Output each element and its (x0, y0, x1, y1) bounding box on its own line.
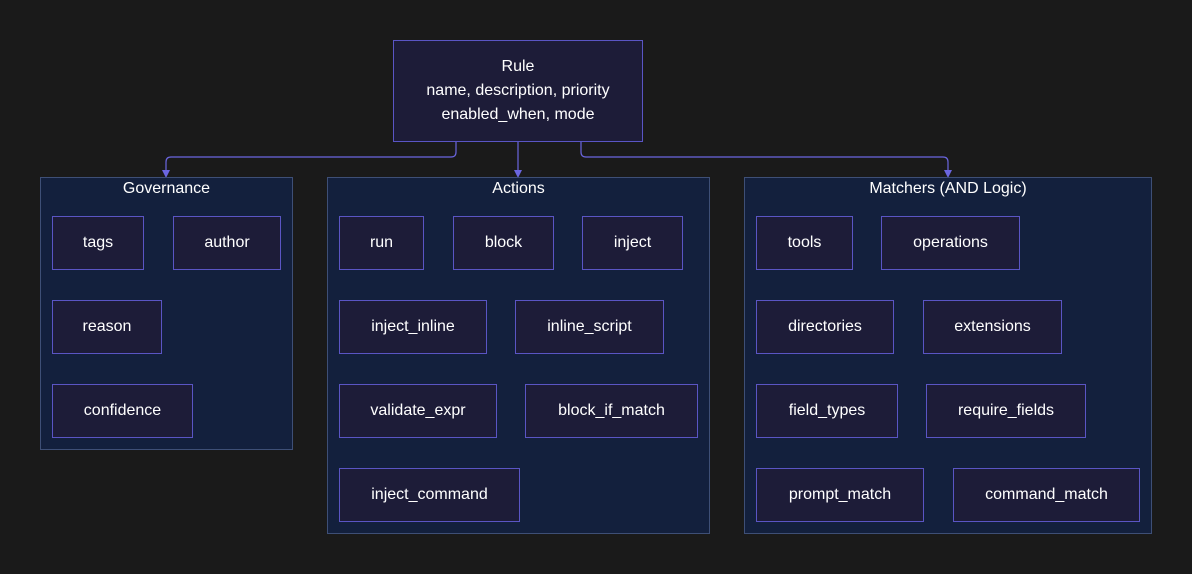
edge-rule-to-matchers (580, 142, 952, 178)
governance-title: Governance (122, 180, 211, 197)
matcher-directories: directories (756, 300, 894, 354)
matcher-command-match: command_match (953, 468, 1140, 522)
matcher-require-fields: require_fields (926, 384, 1086, 438)
governance-author: author (173, 216, 281, 270)
rule-fields-line-1: name, description, priority (426, 82, 610, 99)
action-block: block (453, 216, 554, 270)
matchers-title: Matchers (AND Logic) (869, 180, 1027, 197)
matcher-field-types: field_types (756, 384, 898, 438)
edge-rule-to-governance (162, 142, 457, 178)
actions-title: Actions (492, 180, 545, 197)
action-inject: inject (582, 216, 683, 270)
action-inject-command: inject_command (339, 468, 520, 522)
governance-reason: reason (52, 300, 162, 354)
action-run: run (339, 216, 424, 270)
matcher-tools: tools (756, 216, 853, 270)
rule-title: Rule (501, 58, 535, 75)
rule-node: Rule name, description, priority enabled… (393, 40, 643, 142)
governance-confidence: confidence (52, 384, 193, 438)
governance-tags: tags (52, 216, 144, 270)
rule-fields-line-2: enabled_when, mode (441, 106, 595, 123)
action-inline-script: inline_script (515, 300, 664, 354)
matcher-extensions: extensions (923, 300, 1062, 354)
action-inject-inline: inject_inline (339, 300, 487, 354)
action-validate-expr: validate_expr (339, 384, 497, 438)
matcher-operations: operations (881, 216, 1020, 270)
matcher-prompt-match: prompt_match (756, 468, 924, 522)
action-block-if-match: block_if_match (525, 384, 698, 438)
